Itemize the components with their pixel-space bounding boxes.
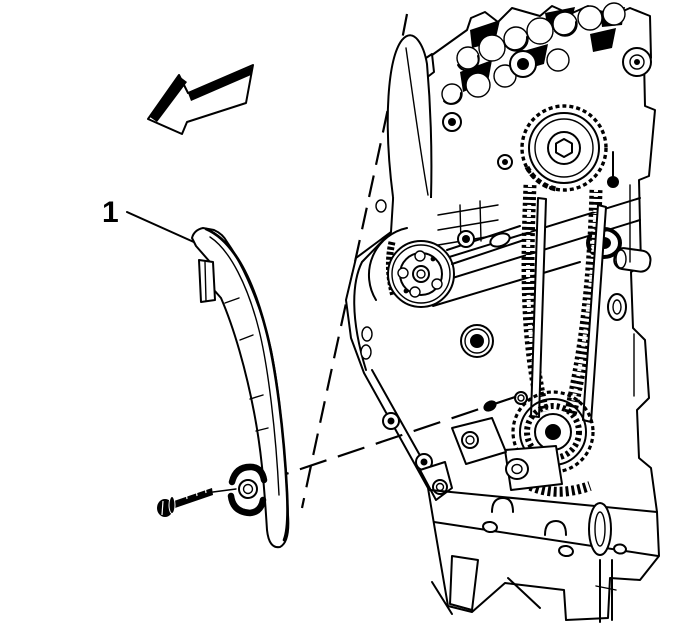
- oil-pan-rail: [429, 489, 659, 623]
- direction-arrow-head-shade: [150, 76, 187, 122]
- guide-tab: [198, 259, 216, 303]
- bolt-head-flange: [168, 496, 176, 514]
- bolt-axis-line: [212, 488, 237, 493]
- direction-arrow-shaft-shade: [188, 66, 253, 101]
- engine-front-assembly: [345, 2, 660, 623]
- guide-rib-3: [249, 394, 264, 400]
- guide-wear-face: [204, 227, 289, 542]
- guide-rib-1: [224, 297, 240, 304]
- guide-bolt-eyelet: [227, 463, 268, 517]
- crankshaft-boss: [504, 445, 563, 491]
- guide-rib-2: [239, 334, 254, 341]
- water-pump-pulley: [368, 227, 455, 308]
- front-cover-edge: [353, 199, 453, 501]
- camshaft-journals: [441, 2, 626, 105]
- timing-chain-guide: [191, 227, 290, 549]
- sprocket-hex-bolt: [555, 138, 573, 158]
- direction-arrow: [147, 64, 254, 135]
- camshaft-end-gears: [442, 47, 652, 132]
- callout-1-leader-line: [126, 211, 197, 244]
- installation-axis-dashed-line: [261, 394, 519, 484]
- bolt-shaft: [174, 488, 213, 508]
- pulley-bracket: [446, 225, 525, 265]
- guide-inner-line: [209, 236, 280, 496]
- guide-bolt: [157, 485, 237, 517]
- camshaft-sprocket: [520, 104, 608, 192]
- guide-rib-4: [255, 427, 269, 432]
- upper-guide-loop: [386, 34, 433, 199]
- guide-tab-line: [204, 261, 207, 302]
- callout-1-label: 1: [102, 196, 119, 229]
- tensioner-pulley: [460, 324, 494, 358]
- callout-1: 1: [102, 196, 197, 244]
